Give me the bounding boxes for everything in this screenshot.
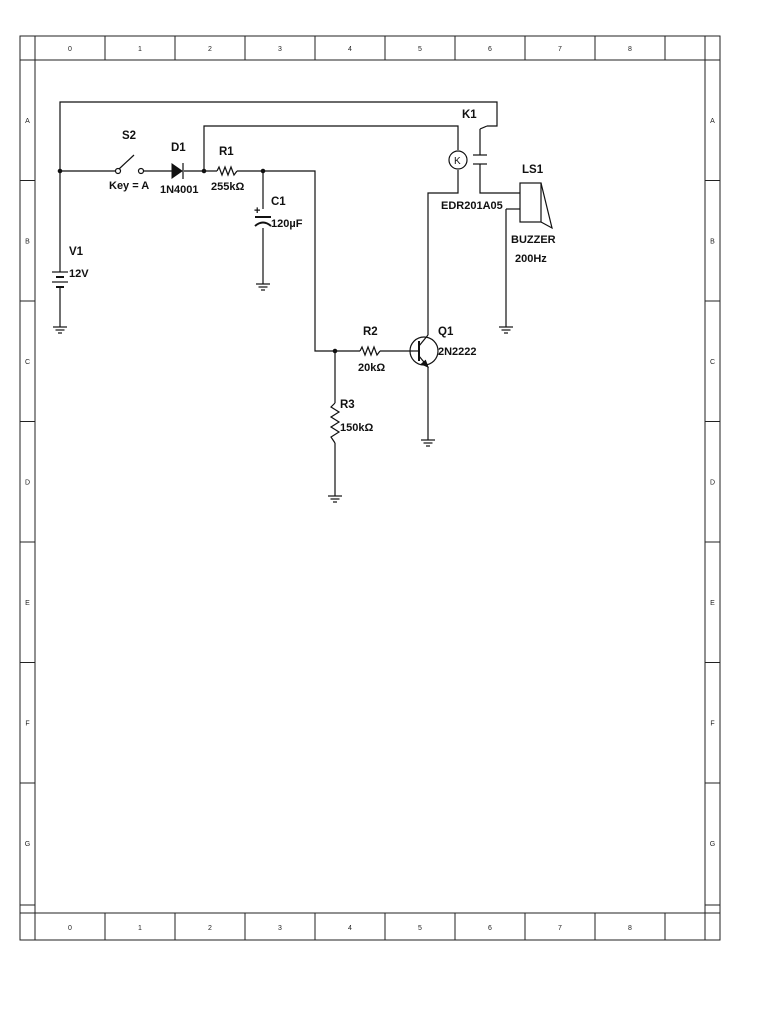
wires <box>59 101 520 496</box>
row-label: G <box>710 841 715 848</box>
capacitor-icon <box>254 221 272 227</box>
drawing-frame: 0 1 2 3 4 5 6 7 8 0 1 2 3 4 5 6 7 8 A B C D E F G A B C D E F G <box>19 35 721 941</box>
relay-coil-icon <box>448 150 468 170</box>
relay-ref: K1 <box>462 109 477 121</box>
relay-value: EDR201A05 <box>441 200 503 212</box>
r3-ref: R3 <box>340 399 355 411</box>
row-label: B <box>25 238 30 245</box>
row-label: F <box>25 720 29 727</box>
row-labels-right: A B C D E F G <box>710 118 715 848</box>
column-label: 3 <box>278 925 282 932</box>
capacitor-c1: + C1 120µF <box>254 196 303 230</box>
junctions <box>57 168 338 354</box>
column-label: 1 <box>138 925 142 932</box>
column-label: 5 <box>418 925 422 932</box>
outer-border <box>19 35 721 941</box>
resistor-icon <box>359 345 381 357</box>
switch-blade-icon <box>118 154 135 170</box>
diode-value: 1N4001 <box>160 184 199 196</box>
battery-value: 12V <box>69 268 89 280</box>
column-label: 4 <box>348 46 352 53</box>
resistor-icon <box>216 165 238 177</box>
relay-coil-symbol: K <box>454 156 461 167</box>
ground-icon <box>499 326 513 334</box>
wire-r1-node <box>237 170 360 352</box>
row-label: E <box>25 600 30 607</box>
r1-value: 255kΩ <box>211 181 244 193</box>
ground-icon <box>53 326 67 334</box>
column-label: 6 <box>488 46 492 53</box>
row-label: D <box>710 479 715 486</box>
r1-ref: R1 <box>219 146 234 158</box>
r2-ref: R2 <box>363 326 378 338</box>
column-label: 3 <box>278 46 282 53</box>
diode-ref: D1 <box>171 142 186 154</box>
resistor-r3: R3 150kΩ <box>329 399 373 444</box>
column-labels-bottom: 0 1 2 3 4 5 6 7 8 <box>68 925 632 932</box>
transistor-q1: Q1 2N2222 <box>409 326 477 368</box>
transistor-ref: Q1 <box>438 326 454 338</box>
row-label: A <box>25 118 30 125</box>
switch-ref: S2 <box>122 130 136 142</box>
buzzer-ref: LS1 <box>522 164 544 176</box>
column-labels-top: 0 1 2 3 4 5 6 7 8 <box>68 46 632 53</box>
ground-symbols <box>53 283 513 503</box>
column-label: 1 <box>138 46 142 53</box>
wire-to-relay-coil <box>203 125 459 171</box>
ground-icon <box>256 283 270 291</box>
row-label: F <box>710 720 714 727</box>
row-label: B <box>710 238 715 245</box>
c1-ref: C1 <box>271 196 286 208</box>
column-label: 2 <box>208 46 212 53</box>
buzzer-ls1: LS1 BUZZER 200Hz <box>511 164 556 265</box>
r2-value: 20kΩ <box>358 362 385 374</box>
relay-k1: K K1 EDR201A05 <box>441 109 503 212</box>
transistor-value: 2N2222 <box>438 346 477 358</box>
row-label: G <box>25 841 30 848</box>
column-label: 2 <box>208 925 212 932</box>
wire-top-loop <box>59 101 498 272</box>
buzzer-value: BUZZER <box>511 234 556 246</box>
row-label: C <box>710 359 715 366</box>
column-label: 6 <box>488 925 492 932</box>
row-label: D <box>25 479 30 486</box>
wire-coil-to-collector <box>427 170 459 335</box>
switch-value: Key = A <box>109 180 149 192</box>
c1-value: 120µF <box>271 218 303 230</box>
column-label: 0 <box>68 46 72 53</box>
battery-ref: V1 <box>69 246 84 258</box>
column-label: 4 <box>348 925 352 932</box>
column-label: 0 <box>68 925 72 932</box>
row-label: E <box>710 600 715 607</box>
row-labels-left: A B C D E F G <box>25 118 30 848</box>
column-label: 7 <box>558 925 562 932</box>
column-label: 7 <box>558 46 562 53</box>
wire-contact-to-buzzer <box>479 164 520 194</box>
column-label: 8 <box>628 925 632 932</box>
column-label: 8 <box>628 46 632 53</box>
resistor-r1: R1 255kΩ <box>211 146 244 193</box>
ground-icon <box>328 495 342 503</box>
c1-polarity: + <box>254 205 260 217</box>
buzzer-icon <box>519 182 542 223</box>
ground-icon <box>421 439 435 447</box>
column-label: 5 <box>418 46 422 53</box>
row-label: C <box>25 359 30 366</box>
r3-value: 150kΩ <box>340 422 373 434</box>
frame-ticks <box>20 36 720 940</box>
row-label: A <box>710 118 715 125</box>
resistor-r2: R2 20kΩ <box>358 326 385 374</box>
diode-d1: D1 1N4001 <box>160 142 199 196</box>
diode-icon <box>171 163 183 179</box>
resistor-icon <box>329 402 341 444</box>
battery-v1: V1 12V <box>52 246 89 288</box>
buzzer-frequency: 200Hz <box>515 253 547 265</box>
switch-s2: S2 Key = A <box>109 130 149 192</box>
